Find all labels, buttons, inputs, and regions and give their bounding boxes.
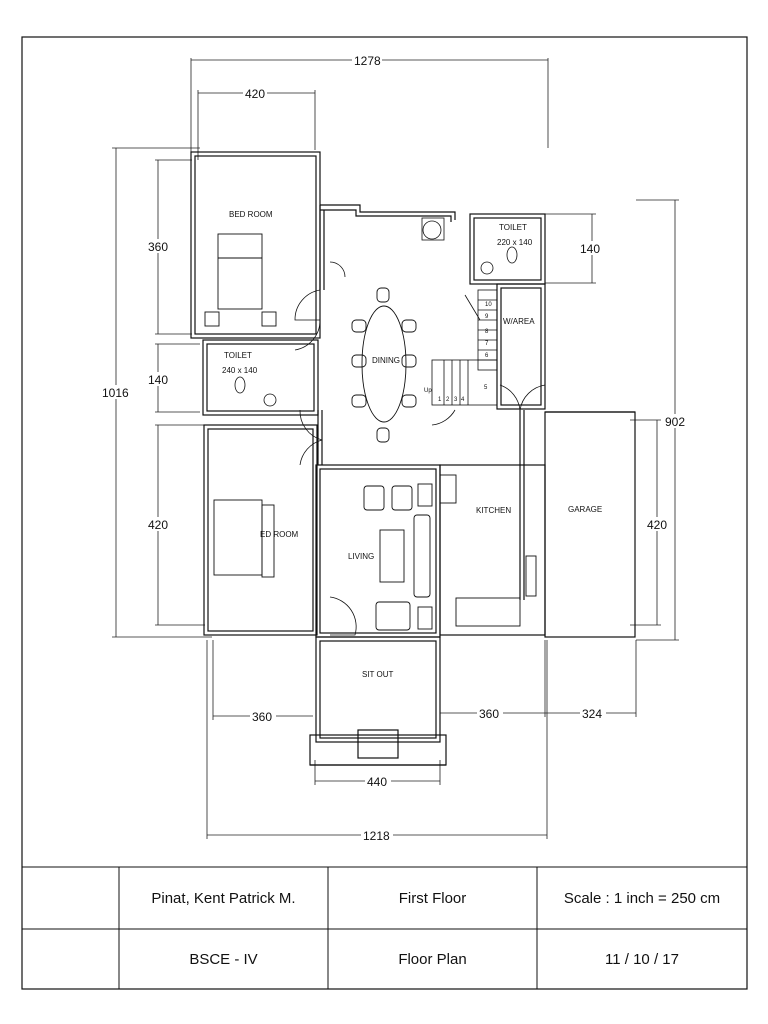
stair-up-label: Up — [424, 388, 432, 394]
bedroom-bottom-label: ED ROOM — [260, 530, 299, 539]
living-label: LIVING — [348, 552, 374, 561]
dim-right-garage: 420 — [647, 518, 667, 532]
dimension-lines — [112, 58, 679, 839]
bedroom-top-label: BED ROOM — [229, 210, 273, 219]
sitout-label: SIT OUT — [362, 670, 394, 679]
stair-step-10: 10 — [485, 302, 492, 308]
walls — [190, 151, 636, 766]
stair-step-2: 2 — [446, 397, 450, 403]
dim-left-bedroom-top: 360 — [148, 240, 168, 254]
title-block-grid — [22, 866, 747, 989]
toilet-fixtures — [234, 217, 518, 407]
stair-step-8: 8 — [485, 329, 489, 335]
garage-label: GARAGE — [568, 505, 602, 514]
warea-label: W/AREA — [503, 317, 535, 326]
dining-table — [351, 287, 417, 443]
dining-label: DINING — [372, 356, 400, 365]
staircase — [431, 289, 498, 406]
dim-right-overall: 902 — [665, 415, 685, 429]
date-text: 11 / 10 / 17 — [605, 950, 679, 968]
dim-bottom-overall: 1218 — [363, 829, 390, 843]
dim-sitout-width: 440 — [367, 775, 387, 789]
stair-step-3: 3 — [454, 397, 458, 403]
stair-step-4: 4 — [461, 397, 465, 403]
drawing-title: Floor Plan — [398, 950, 467, 968]
toilet-right-size: 220 x 140 — [497, 238, 533, 247]
stair-step-7: 7 — [485, 341, 489, 347]
toilet-left-label: TOILET — [224, 351, 252, 360]
kitchen-fixtures — [439, 474, 537, 627]
floor-title: First Floor — [398, 889, 467, 907]
dim-left-overall: 1016 — [102, 386, 129, 400]
dimension-labels: 1278 420 1016 360 140 420 140 902 420 36… — [100, 53, 689, 843]
dim-bottom-left: 360 — [252, 710, 272, 724]
dim-bottom-right: 324 — [582, 707, 602, 721]
toilet-right-label: TOILET — [499, 223, 527, 232]
toilet-left-size: 240 x 140 — [222, 366, 258, 375]
sheet-border — [21, 36, 748, 990]
dim-left-bedroom-bottom: 420 — [148, 518, 168, 532]
dim-top-overall: 1278 — [354, 54, 381, 68]
course-text: BSCE - IV — [189, 950, 258, 968]
beds — [204, 233, 277, 578]
stair-step-6: 6 — [485, 353, 489, 359]
dim-left-toilet: 140 — [148, 373, 168, 387]
door-swings — [294, 261, 546, 636]
dim-top-bedroom: 420 — [245, 87, 265, 101]
dim-right-toilet: 140 — [580, 242, 600, 256]
kitchen-label: KITCHEN — [476, 506, 511, 515]
stair-step-5: 5 — [484, 385, 488, 391]
dim-bottom-mid: 360 — [479, 707, 499, 721]
scale-text: Scale : 1 inch = 250 cm — [563, 889, 721, 907]
stair-step-1: 1 — [438, 397, 442, 403]
stair-step-9: 9 — [485, 314, 489, 320]
living-furniture — [363, 483, 433, 631]
author-name: Pinat, Kent Patrick M. — [151, 889, 296, 907]
